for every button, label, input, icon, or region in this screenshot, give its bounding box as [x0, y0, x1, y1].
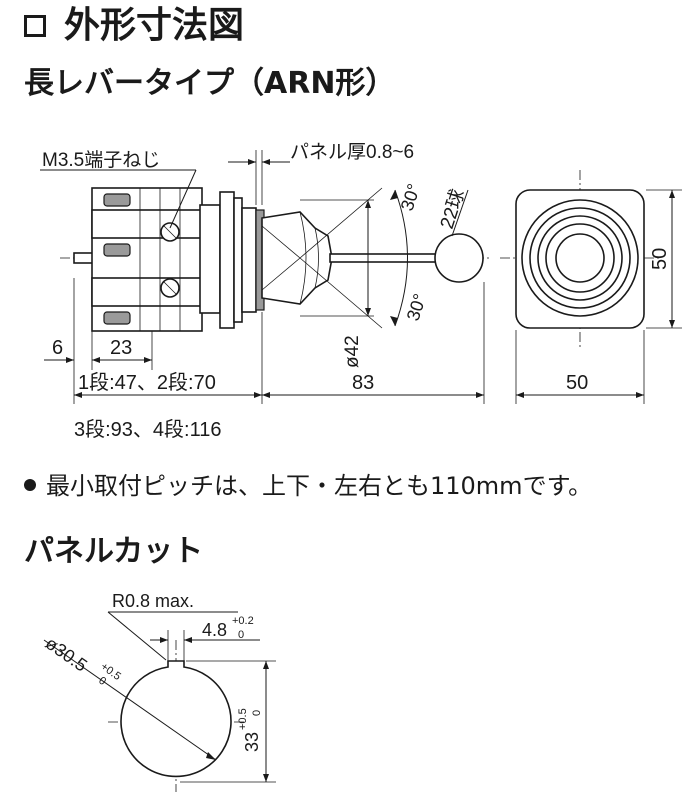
panel-height-label: 33	[242, 732, 262, 752]
rubber-boot	[261, 211, 333, 305]
dim-23-label: 23	[110, 337, 132, 359]
lever-shaft	[329, 253, 439, 263]
panel-diameter-tol-minus: 0	[96, 675, 108, 688]
stages-1-2-label: 1段:47、2段:70	[78, 371, 216, 394]
angle-lower-label: 30°	[403, 291, 430, 323]
note-text: 最小取付ピッチは、上下・左右とも110mmです。	[46, 472, 593, 500]
bullet-icon	[24, 479, 36, 491]
heading-text: 外形寸法図	[64, 5, 245, 46]
angle-upper-label: 30°	[397, 181, 424, 213]
terminal-screw-label: M3.5端子ねじ	[42, 149, 160, 171]
notch-width-label: 4.8	[202, 620, 227, 640]
page-subheading: 長レバータイプ（ARN形）	[24, 66, 396, 101]
panel-radius-label: R0.8 max.	[112, 591, 194, 611]
square-bullet-icon	[24, 15, 46, 37]
front-view	[500, 170, 660, 348]
panel-cut-drawing	[108, 640, 244, 792]
panel-cut-title: パネルカット	[24, 534, 204, 569]
mounting-pitch-note: 最小取付ピッチは、上下・左右とも110mmです。	[24, 466, 592, 506]
lever-ball	[434, 233, 484, 283]
ball-size-label: 22球	[436, 187, 469, 232]
dim-50-height-label: 50	[649, 248, 671, 270]
panel-height-tol-minus: 0	[251, 710, 263, 716]
terminal-block	[91, 187, 235, 332]
panel-height-tol-plus: +0.5	[237, 708, 249, 730]
notch-tol-minus: 0	[238, 629, 244, 641]
dim-83-label: 83	[352, 372, 374, 394]
panel-diameter-label: ø30.5	[42, 633, 91, 676]
dim-50-width-label: 50	[566, 372, 588, 394]
swing-arc	[394, 189, 408, 327]
stages-3-4-label: 3段:93、4段:116	[74, 418, 222, 441]
front-bezel	[233, 197, 265, 323]
panel-thickness-label: パネル厚0.8~6	[290, 142, 414, 163]
dim-6-label: 6	[52, 337, 63, 359]
diameter-42-label: ø42	[342, 335, 363, 368]
notch-tol-plus: +0.2	[232, 615, 254, 627]
page-heading: 外形寸法図	[24, 2, 244, 50]
